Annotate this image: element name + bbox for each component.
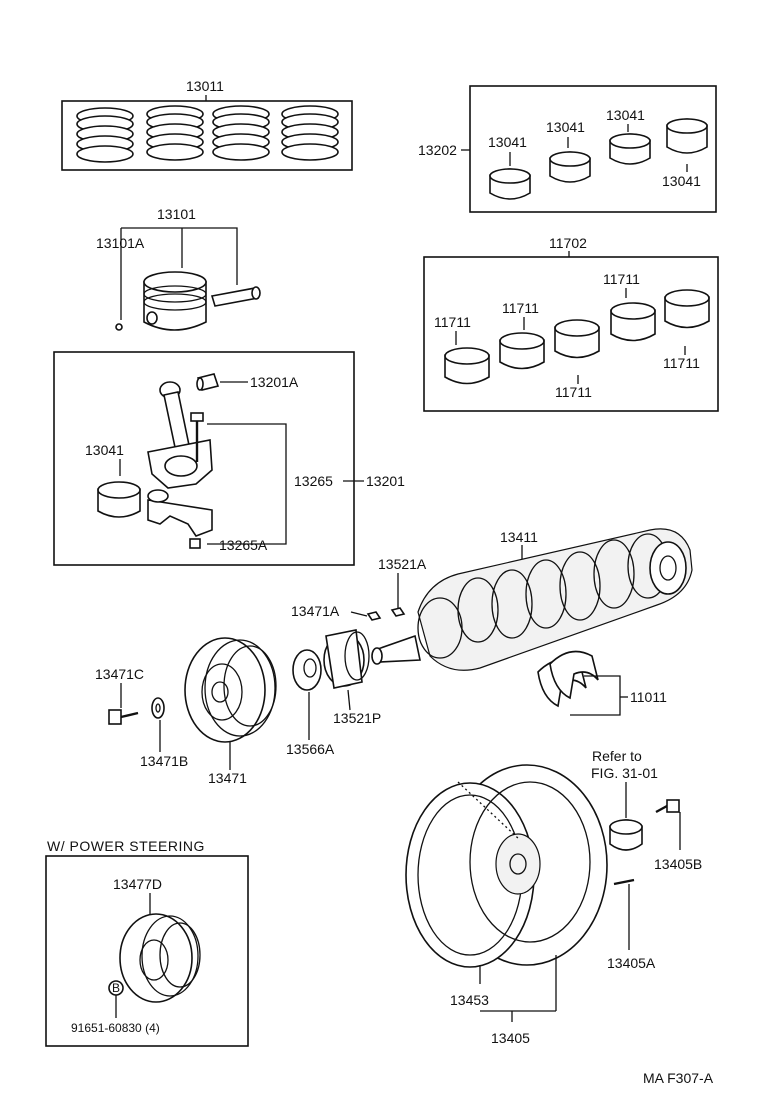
label-13101: 13101: [157, 206, 196, 222]
pulley-group: 13471C 13471B 13471 13566A: [95, 637, 335, 786]
drawing-code: MA F307-A: [643, 1070, 714, 1086]
piston-ring-set-group: 13011: [61, 78, 353, 171]
label-13202: 13202: [418, 142, 457, 158]
power-steering-box: [45, 855, 249, 1047]
connecting-rod-icon: [147, 381, 213, 489]
label-11711-d: 11711: [603, 271, 640, 287]
crankshaft-icon: [371, 528, 693, 671]
piston-ring-set-box: [61, 100, 353, 171]
pilot-bearing-icon: [609, 819, 643, 851]
label-11011: 11011: [630, 689, 667, 705]
label-13471C: 13471C: [95, 666, 144, 682]
piston-pin-icon: [210, 286, 261, 307]
thrust-washer-group: 11011: [537, 650, 667, 716]
rod-cap-icon: [147, 489, 213, 537]
label-13265: 13265: [294, 473, 333, 489]
piston-icon: [143, 271, 207, 331]
label-13521P: 13521P: [333, 710, 381, 726]
connecting-rod-bearing-group: 13202 13041 13041 13041 13041: [418, 85, 717, 213]
label-13041-e: 13041: [85, 442, 124, 458]
bolt-marker-label: B: [112, 981, 120, 995]
label-11711-e: 11711: [663, 355, 700, 371]
connecting-rod-box-13201: [53, 351, 355, 566]
crankshaft-bearing-group: 11702 11711 11711 11711 11711 11711: [423, 235, 719, 412]
label-13471A: 13471A: [291, 603, 340, 619]
label-13477D: 13477D: [113, 876, 162, 892]
bushing-icon: [196, 373, 220, 391]
label-13265A: 13265A: [219, 537, 268, 553]
flywheel-bolt-icon: [655, 799, 680, 814]
label-13041-d: 13041: [662, 173, 701, 189]
flywheel-icon: [405, 764, 608, 968]
thrust-washer-icon: [537, 650, 599, 708]
bearing-shell-icon: [444, 289, 710, 385]
label-13471: 13471: [208, 770, 247, 786]
timing-gear-icon: [323, 629, 370, 689]
rod-nut-icon: [189, 538, 201, 549]
label-13041-a: 13041: [488, 134, 527, 150]
bolt-icon: [108, 709, 139, 725]
piston-ring-set-icon: [76, 105, 339, 163]
label-13201A: 13201A: [250, 374, 299, 390]
bearing-set-box-11702: [423, 256, 719, 412]
label-13201: 13201: [366, 473, 405, 489]
label-13566A: 13566A: [286, 741, 335, 757]
washer-icon: [151, 697, 165, 719]
key-icon: [366, 611, 382, 621]
dowel-pin-icon: [613, 878, 635, 886]
label-13453: 13453: [450, 992, 489, 1008]
label-13011: 13011: [186, 78, 224, 94]
label-13041-c: 13041: [606, 107, 645, 123]
label-13405A: 13405A: [607, 955, 656, 971]
oil-slinger-icon: [292, 649, 322, 691]
bearing-shell-icon: [97, 481, 141, 518]
bearing-set-box-13202: [469, 85, 717, 213]
bearing-shell-icon: [489, 118, 708, 200]
label-13405B: 13405B: [654, 856, 702, 872]
label-11702: 11702: [549, 235, 587, 251]
label-13041-b: 13041: [546, 119, 585, 135]
key-icon: [390, 607, 406, 617]
refer-note-line1: Refer to: [592, 748, 642, 764]
flywheel-group: Refer to FIG. 31-01 13405B 13405A: [405, 748, 702, 1046]
label-11711-c: 11711: [555, 384, 592, 400]
label-91651: 91651-60830 (4): [71, 1021, 160, 1035]
snap-ring-icon: [115, 323, 123, 331]
refer-note-line2: FIG. 31-01: [591, 765, 658, 781]
power-steering-group: W/ POWER STEERING 13477D B 91651-60830 (…: [45, 838, 249, 1047]
crankshaft-pulley-icon: [184, 637, 277, 743]
label-13411: 13411: [500, 529, 538, 545]
power-steering-heading: W/ POWER STEERING: [47, 838, 205, 854]
label-13521A: 13521A: [378, 556, 427, 572]
piston-group: 13101 13101A: [96, 206, 261, 331]
crankshaft-group: 13411 13521A 13471A: [291, 528, 693, 726]
label-11711-b: 11711: [502, 300, 539, 316]
crankshaft-pulley-icon: [119, 913, 201, 1003]
rod-bolt-icon: [190, 412, 204, 462]
label-13405: 13405: [491, 1030, 530, 1046]
connecting-rod-group: 13201A 13041 13265 13201 13265: [53, 351, 405, 566]
label-11711-a: 11711: [434, 314, 471, 330]
label-13471B: 13471B: [140, 753, 188, 769]
